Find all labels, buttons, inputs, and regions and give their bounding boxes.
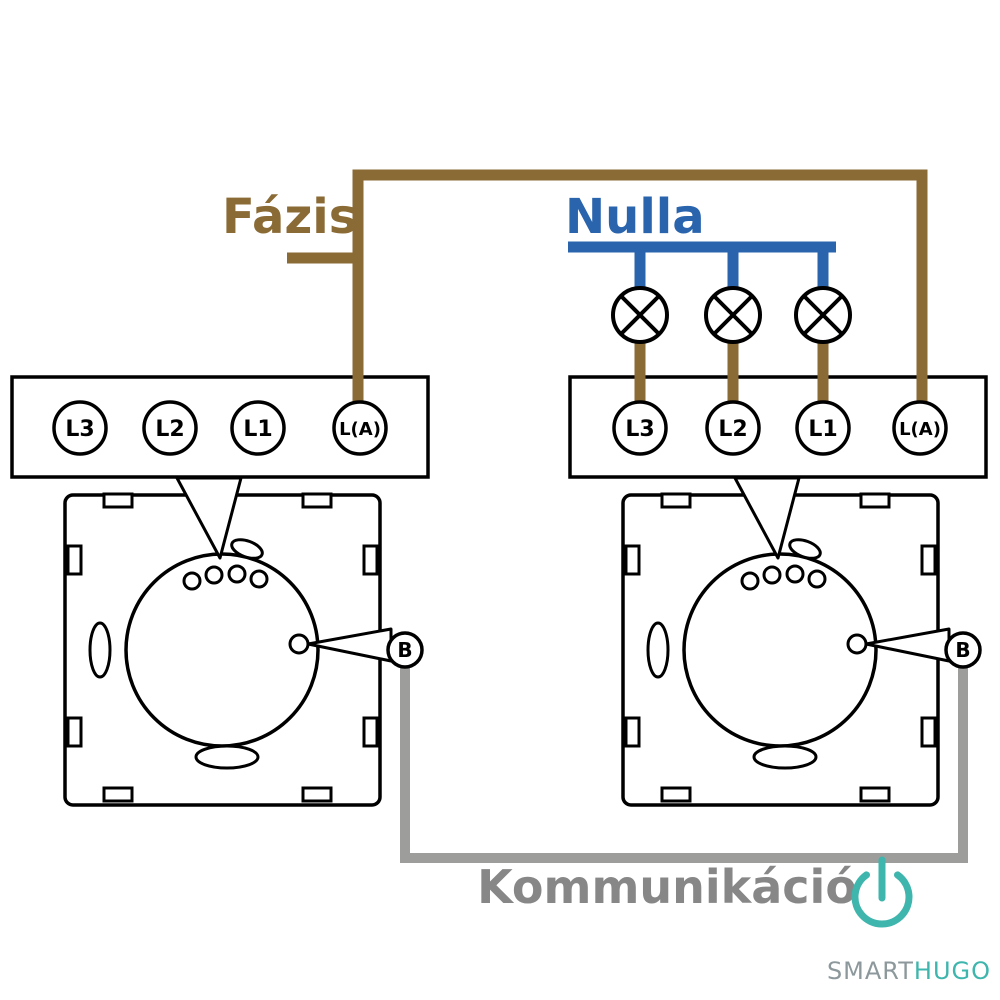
terminal-circle [892, 400, 948, 456]
switch-module-right [621, 476, 982, 807]
neutral-label: Nulla [565, 189, 705, 245]
phase-wire [287, 169, 928, 403]
terminal-label: L3 [65, 417, 94, 442]
switch-module-left [63, 476, 424, 807]
lamp-cross [619, 294, 661, 336]
terminal-left-la: L(A) [332, 400, 388, 456]
terminal-label: L1 [243, 417, 272, 442]
communication-label: Kommunikáció [477, 860, 857, 914]
communication-wire [400, 655, 968, 863]
lamp-cross [712, 294, 754, 336]
terminal-right-la: L(A) [892, 400, 948, 456]
terminal-circle [612, 400, 668, 456]
lamp-icon [611, 286, 669, 344]
terminal-circle [230, 400, 286, 456]
b-terminal-label-right: B [955, 638, 970, 662]
terminal-right-l2: L2 [705, 400, 761, 456]
terminal-circle [52, 400, 108, 456]
terminal-label: L3 [625, 417, 654, 442]
logo: SMARTHUGO [827, 856, 991, 985]
terminal-right-l1: L1 [795, 400, 851, 456]
phase-label: Fázis [222, 189, 357, 245]
logo-text-hugo: HUGO [914, 957, 991, 985]
power-icon [851, 856, 913, 928]
lamp-cross [802, 294, 844, 336]
terminal-label: L2 [718, 417, 747, 442]
terminal-label: L1 [808, 417, 837, 442]
terminal-circle [795, 400, 851, 456]
terminal-left-l3: L3 [52, 400, 108, 456]
terminal-left-l2: L2 [142, 400, 198, 456]
terminal-left-l1: L1 [230, 400, 286, 456]
terminal-circle [705, 400, 761, 456]
terminal-label: L(A) [339, 419, 381, 440]
lamp-icon [704, 286, 762, 344]
terminal-circle [142, 400, 198, 456]
b-terminal-label-left: B [397, 638, 412, 662]
logo-text: SMARTHUGO [827, 957, 991, 985]
terminal-right-l3: L3 [612, 400, 668, 456]
neutral-wire [568, 241, 836, 290]
terminal-label: L(A) [899, 419, 941, 440]
terminal-label: L2 [155, 417, 184, 442]
logo-text-smart: SMART [827, 957, 914, 985]
terminal-circle [332, 400, 388, 456]
lamp-icon [794, 286, 852, 344]
